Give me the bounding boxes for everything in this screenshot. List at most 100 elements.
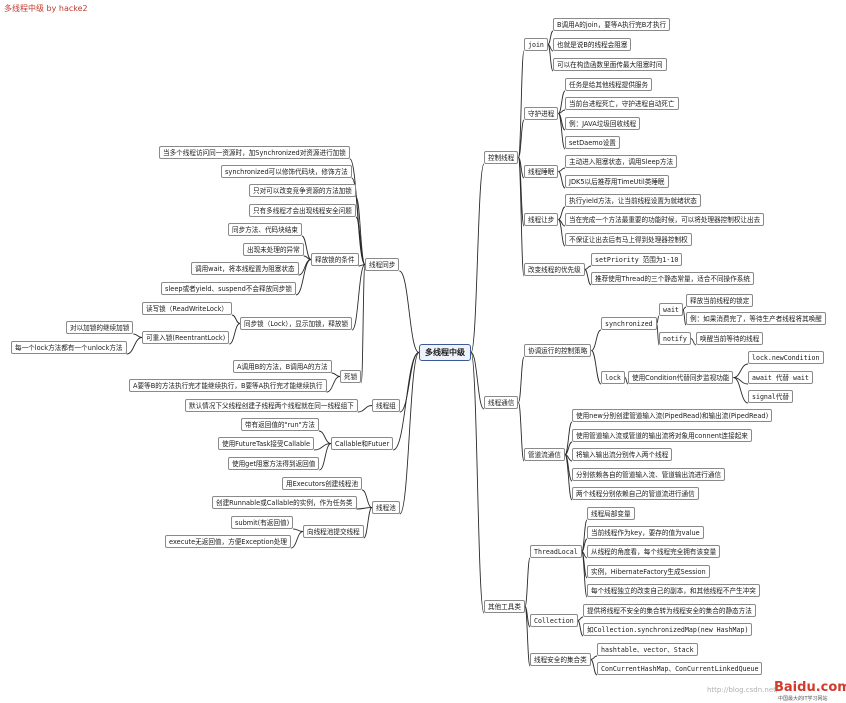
sync-item: 只有多线程才会出现线程安全问题: [249, 204, 356, 217]
topic-lock: lock: [601, 371, 625, 384]
submit-item: submit(有返回值): [231, 516, 294, 529]
collection-item: 提供将线程不安全的集合转为线程安全的集合的静态方法: [583, 604, 756, 617]
topic-coordination: 协调运行的控制策略: [524, 344, 592, 357]
sync-item: 当多个线程访问同一资源时，加Synchronized对资源进行加锁: [159, 146, 350, 159]
condition-item: await 代替 wait: [748, 371, 813, 384]
connector-line: [399, 352, 420, 413]
topic-priority: 改变线程的优先级: [524, 263, 585, 276]
connector-line: [314, 443, 332, 451]
threadlocal-item: 每个线程独立的改变自己的副本，和其他线程不产生冲突: [587, 584, 760, 597]
connector-line: [360, 264, 366, 384]
topic-daemon: 守护进程: [524, 107, 559, 120]
connector-line: [392, 352, 420, 451]
connector-line: [682, 306, 687, 310]
priority-item: 推荐使用Thread的三个静态常量，适合不同操作系统: [591, 272, 754, 285]
connector-line: [584, 265, 592, 270]
sleep-item: JDK5以后推荐用TimeUtil类睡眠: [565, 175, 669, 188]
topic-sync-lock: 同步锁（Lock），显示加锁，释放锁: [240, 317, 353, 330]
connector-line: [319, 443, 332, 471]
topic-yield: 线程让步: [524, 213, 559, 226]
connector-line: [564, 454, 573, 501]
topic-submit: 向线程池提交线程: [303, 525, 364, 538]
connector-line: [229, 323, 241, 345]
topic-thread-sync: 线程同步: [365, 258, 400, 271]
topic-thread-pool: 线程池: [372, 501, 400, 514]
topic-notify: notify: [659, 332, 691, 345]
submit-item: execute无返回值，方便Exception处理: [165, 535, 291, 548]
connector-line: [547, 44, 554, 72]
priority-item: setPriority 范围为1-10: [591, 253, 683, 266]
connector-line: [564, 421, 573, 455]
pipe-item: 将输入输出流分别传入两个线程: [572, 448, 673, 461]
connector-line: [524, 557, 531, 607]
connector-line: [470, 163, 485, 353]
group-item: 默认情况下父线程创建子线程两个线程就在同一线程组下: [185, 399, 358, 412]
sync-item: synchronized可以修饰代码块，修饰方法: [221, 165, 352, 178]
join-item: 也就是说B的线程会阻塞: [553, 38, 632, 51]
connector-line: [357, 405, 373, 413]
release-item: sleep或者yield、suspend不会释放同步锁: [161, 282, 296, 295]
deadlock-item: A调用B的方法，B调用A的方法: [233, 360, 332, 373]
deadlock-item: A要等B的方法执行完才能继续执行，B要等A执行完才能继续执行: [129, 379, 327, 392]
daemon-item: setDaemo设置: [565, 136, 620, 149]
daemon-item: 任务是给其他线程提供服务: [565, 78, 653, 91]
topic-condition: 使用Condition代替同步监视功能: [628, 371, 734, 384]
connector-line: [564, 441, 573, 455]
topic-join: join: [524, 38, 548, 51]
connector-line: [517, 50, 525, 158]
threadlocal-item: 当前线程作为key，要存的值为value: [587, 526, 704, 539]
connector-line: [231, 314, 241, 324]
central-topic: 多线程中级: [419, 344, 471, 361]
connector-line: [398, 270, 420, 353]
callable-item: 使用FutureTask接受Callable: [218, 437, 315, 450]
connector-line: [470, 352, 485, 614]
pipe-item: 两个线程分别依赖自己的管道流进行通信: [572, 487, 699, 500]
pool-item: 创建Runnable或Callable的实例，作为任务类: [212, 496, 357, 509]
connector-line: [591, 329, 602, 351]
wait-item: 例：如果消费完了，等待生产者线程将其唤醒: [686, 312, 826, 325]
connector-line: [295, 259, 312, 296]
connector-line: [557, 113, 566, 150]
yield-item: 当在完成一个方法最重要的功能时候，可以将处理器控制权让出去: [565, 213, 765, 226]
connector-line: [624, 377, 629, 385]
connector-line: [590, 655, 598, 660]
connector-line: [733, 377, 749, 404]
connector-line: [558, 167, 566, 172]
watermark-logo-subtitle: 中国最大的IT学习网站: [778, 696, 828, 702]
condition-item: signal代替: [748, 390, 794, 403]
connector-line: [301, 235, 312, 260]
connector-line: [517, 356, 525, 403]
connector-line: [584, 269, 592, 286]
join-item: B调用A的join，要等A执行完B才执行: [553, 18, 671, 31]
topic-safe-collections: 线程安全的集合类: [530, 653, 591, 666]
condition-item: lock.newCondition: [748, 351, 824, 364]
topic-deadlock: 死锁: [340, 370, 362, 383]
connector-line: [581, 538, 588, 552]
callable-item: 带有返回值的"run"方法: [241, 418, 319, 431]
readwrite-lock: 读写锁（ReadWriteLock）: [142, 302, 232, 315]
release-item: 出现未处理的异常: [243, 243, 304, 256]
connector-line: [581, 551, 588, 598]
topic-callable-future: Callable和Futuer: [331, 437, 394, 450]
connector-line: [517, 119, 525, 158]
connector-line: [517, 402, 525, 462]
connector-line: [690, 338, 697, 346]
connector-line: [290, 531, 304, 549]
connector-line: [470, 352, 485, 410]
topic-collection: Collection: [530, 614, 578, 627]
topic-control-thread: 控制线程: [484, 151, 519, 164]
sleep-item: 主动进入阻塞状态，调用Sleep方法: [565, 155, 678, 168]
watermark-logo: Baidu.com: [774, 680, 846, 695]
topic-thread-communication: 线程通信: [484, 396, 519, 409]
connector-line: [318, 430, 332, 444]
connector-line: [656, 323, 660, 346]
connector-line: [326, 376, 341, 393]
collection-item: 如Collection.synchronizedMap(new HashMap): [583, 623, 753, 636]
connector-line: [682, 309, 687, 326]
yield-item: 执行yield方法，让当前线程设置为就绪状态: [565, 194, 701, 207]
connector-line: [547, 30, 554, 45]
threadlocal-item: 线程局部变量: [587, 507, 635, 520]
callable-item: 使用get阻塞方法得到返回值: [228, 457, 320, 470]
